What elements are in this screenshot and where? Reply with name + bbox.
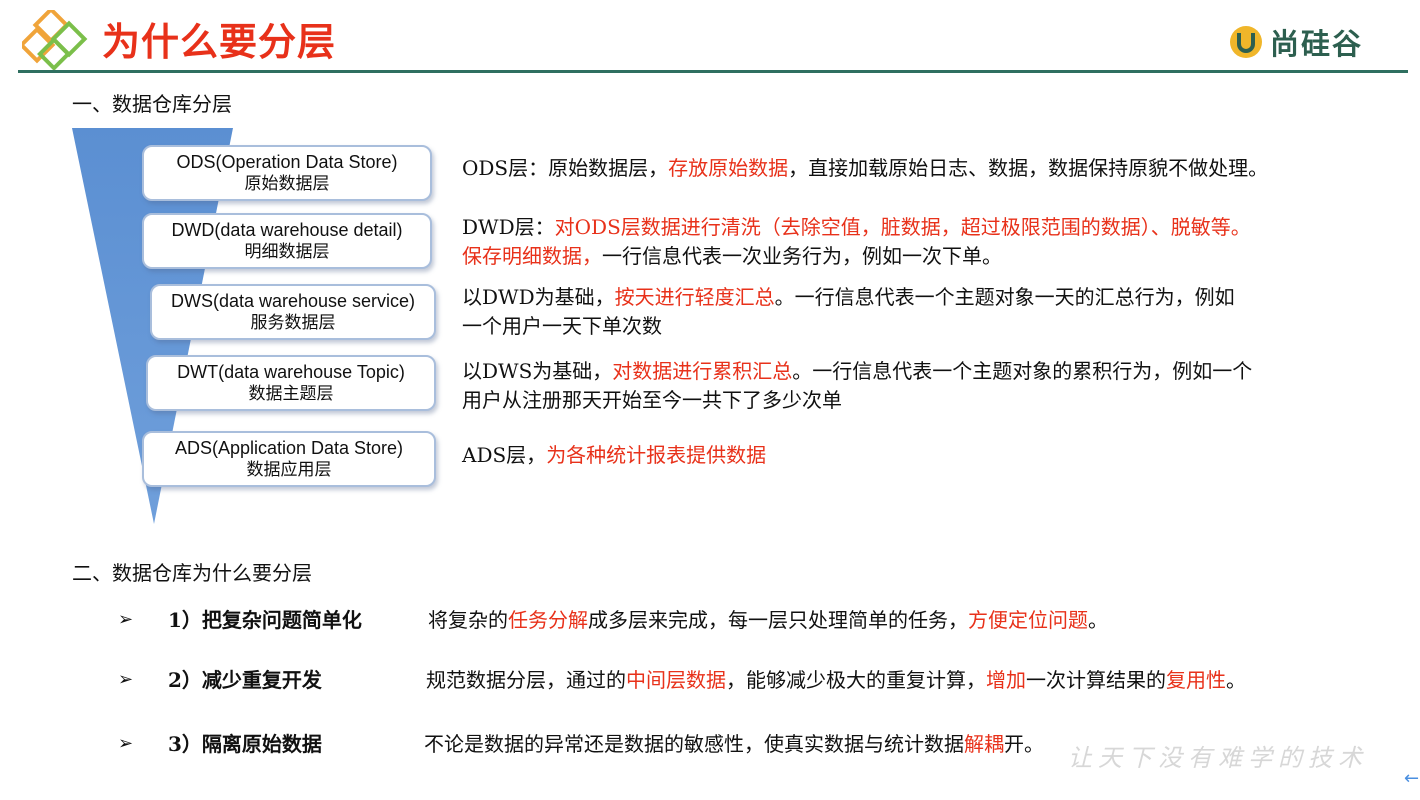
reason-label: 3）隔离原始数据 <box>168 732 322 756</box>
reason-item: ➢ 3）隔离原始数据 不论是数据的异常还是数据的敏感性，使真实数据与统计数据解耦… <box>118 730 1398 760</box>
layer-cn-name: 明细数据层 <box>244 242 330 262</box>
body-text: 用户从注册那天开始至今一共下了多少次单 <box>462 388 842 412</box>
highlight-text: 对数据进行累积汇总 <box>612 359 793 383</box>
highlight-text: 按天进行轻度汇总 <box>614 285 775 309</box>
layer-box-dws: DWS(data warehouse service) 服务数据层 <box>150 284 436 340</box>
reason-item: ➢ 1）把复杂问题简单化 将复杂的任务分解成多层来完成，每一层只处理简单的任务，… <box>118 606 1398 636</box>
highlight-text: 为各种统计报表提供数据 <box>546 443 767 467</box>
brand-name: 尚硅谷 <box>1270 27 1364 61</box>
body-text: 。一行信息代表一个主题对象一天的汇总行为，例如 <box>774 285 1235 309</box>
description-line: 以DWD为基础，按天进行轻度汇总。一行信息代表一个主题对象一天的汇总行为，例如 <box>462 283 1235 312</box>
description-line: ADS层，为各种统计报表提供数据 <box>462 441 766 470</box>
body-text: ，直接加载原始日志、数据，数据保持原貌不做处理。 <box>788 156 1269 180</box>
body-text: ODS层：原始数据层， <box>462 156 669 180</box>
body-text: 将复杂的 <box>428 608 508 632</box>
layer-name: DWT(data warehouse Topic) <box>177 362 405 382</box>
arrow-bullet-icon: ➢ <box>118 733 134 754</box>
brand-logo: 尚硅谷 <box>1228 22 1363 62</box>
description-line: 保存明细数据，一行信息代表一次业务行为，例如一次下单。 <box>462 242 1251 271</box>
header-divider <box>18 70 1408 73</box>
body-text: 规范数据分层，通过的 <box>426 668 626 692</box>
reason-text: 规范数据分层，通过的中间层数据，能够减少极大的重复计算，增加一次计算结果的复用性… <box>426 666 1246 694</box>
body-text: 以DWD为基础， <box>462 285 615 309</box>
brand-logo-icon <box>1230 26 1262 58</box>
body-text: 一个用户一天下单次数 <box>462 314 662 338</box>
layer-box-dwd: DWD(data warehouse detail) 明细数据层 <box>142 213 432 269</box>
highlight-text: 任务分解 <box>508 608 588 632</box>
body-text: 一次计算结果的 <box>1026 668 1166 692</box>
layer-cn-name: 数据应用层 <box>246 460 332 480</box>
highlight-text: 方便定位问题 <box>968 608 1088 632</box>
layer-cn-name: 数据主题层 <box>248 384 334 404</box>
arrow-bullet-icon: ➢ <box>118 609 134 630</box>
section-heading-reasons: 二、数据仓库为什么要分层 <box>72 561 312 585</box>
body-text: DWD层： <box>462 215 555 239</box>
body-text: 。一行信息代表一个主题对象的累积行为，例如一个 <box>792 359 1253 383</box>
reason-text: 不论是数据的异常还是数据的敏感性，使真实数据与统计数据解耦开。 <box>424 730 1044 758</box>
description-line: 一个用户一天下单次数 <box>462 312 1235 341</box>
reason-label: 2）减少重复开发 <box>168 668 322 692</box>
layer-description-ads: ADS层，为各种统计报表提供数据 <box>462 441 766 470</box>
arrow-bullet-icon: ➢ <box>118 669 134 690</box>
layer-name: ODS(Operation Data Store) <box>176 152 398 172</box>
body-text: 。 <box>1226 668 1246 692</box>
body-text: 。 <box>1088 608 1108 632</box>
body-text: ，能够减少极大的重复计算， <box>726 668 986 692</box>
layer-name: ADS(Application Data Store) <box>174 438 404 458</box>
body-text: ADS层， <box>462 443 547 467</box>
description-line: 用户从注册那天开始至今一共下了多少次单 <box>462 386 1252 415</box>
reason-text: 将复杂的任务分解成多层来完成，每一层只处理简单的任务，方便定位问题。 <box>428 606 1108 634</box>
layer-cn-name: 原始数据层 <box>244 174 330 194</box>
layer-box-ads: ADS(Application Data Store) 数据应用层 <box>142 431 436 487</box>
layer-cn-name: 服务数据层 <box>250 313 336 333</box>
layer-description-dwd: DWD层：对ODS层数据进行清洗（去除空值，脏数据，超过极限范围的数据）、脱敏等… <box>462 213 1251 271</box>
highlight-text: 解耦 <box>964 732 1004 756</box>
highlight-text: 存放原始数据 <box>668 156 789 180</box>
body-text: 开。 <box>1004 732 1044 756</box>
body-text: 以DWS为基础， <box>462 359 613 383</box>
reason-label: 1）把复杂问题简单化 <box>168 608 362 632</box>
layer-box-dwt: DWT(data warehouse Topic) 数据主题层 <box>146 355 436 411</box>
page-title: 为什么要分层 <box>102 20 337 64</box>
layer-description-dwt: 以DWS为基础，对数据进行累积汇总。一行信息代表一个主题对象的累积行为，例如一个… <box>462 357 1252 415</box>
watermark: 让天下没有难学的技术 <box>1068 744 1368 772</box>
description-line: DWD层：对ODS层数据进行清洗（去除空值，脏数据，超过极限范围的数据）、脱敏等… <box>462 213 1251 242</box>
layer-name: DWD(data warehouse detail) <box>171 220 403 240</box>
layer-box-ods: ODS(Operation Data Store) 原始数据层 <box>142 145 432 201</box>
diamond-logo-icon <box>22 10 88 70</box>
description-line: ODS层：原始数据层，存放原始数据，直接加载原始日志、数据，数据保持原貌不做处理… <box>462 154 1268 183</box>
highlight-text: 复用性 <box>1166 668 1226 692</box>
highlight-text: 对ODS层数据进行清洗（去除空值，脏数据，超过极限范围的数据）、脱敏等。 <box>554 215 1251 239</box>
description-line: 以DWS为基础，对数据进行累积汇总。一行信息代表一个主题对象的累积行为，例如一个 <box>462 357 1252 386</box>
layer-description-ods: ODS层：原始数据层，存放原始数据，直接加载原始日志、数据，数据保持原貌不做处理… <box>462 154 1268 183</box>
highlight-text: 保存明细数据， <box>462 244 602 268</box>
back-arrow-icon[interactable]: ← <box>1404 768 1420 789</box>
reason-item: ➢ 2）减少重复开发 规范数据分层，通过的中间层数据，能够减少极大的重复计算，增… <box>118 666 1398 696</box>
section-heading-layers: 一、数据仓库分层 <box>72 92 232 116</box>
body-text: 不论是数据的异常还是数据的敏感性，使真实数据与统计数据 <box>424 732 964 756</box>
layer-name: DWS(data warehouse service) <box>170 291 416 311</box>
highlight-text: 增加 <box>986 668 1026 692</box>
highlight-text: 中间层数据 <box>626 668 726 692</box>
body-text: 成多层来完成，每一层只处理简单的任务， <box>588 608 968 632</box>
body-text: 一行信息代表一次业务行为，例如一次下单。 <box>602 244 1002 268</box>
layer-description-dws: 以DWD为基础，按天进行轻度汇总。一行信息代表一个主题对象一天的汇总行为，例如一… <box>462 283 1235 341</box>
